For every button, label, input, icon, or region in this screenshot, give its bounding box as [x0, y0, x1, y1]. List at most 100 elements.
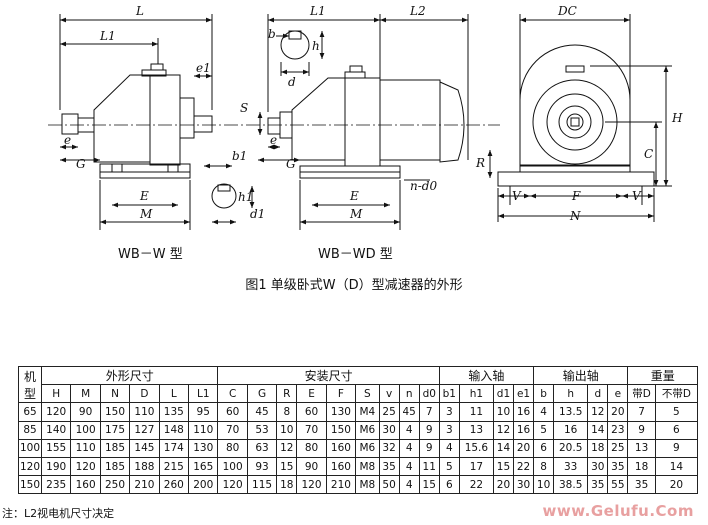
table-cell: 135	[158, 402, 190, 422]
col-header: h	[553, 384, 589, 404]
table-cell: 5	[438, 456, 460, 477]
table-cell: 50	[378, 475, 400, 495]
table-cell: 3	[438, 402, 460, 422]
table-cell: 188	[129, 456, 160, 477]
col-header: d1	[492, 384, 515, 404]
table-cell: 6	[533, 438, 555, 458]
table-cell: 100	[18, 438, 42, 458]
table-cell: 11	[458, 402, 494, 422]
table-cell: 85	[18, 420, 42, 440]
table-cell: 7	[418, 402, 440, 422]
table-cell: M6	[355, 420, 380, 440]
table-cell: 25	[378, 402, 400, 422]
col-header: M	[70, 384, 101, 404]
table-cell: 6	[654, 420, 699, 440]
table-cell: 18	[627, 456, 656, 477]
table-cell: 120	[296, 475, 327, 495]
dim-label-S: S	[240, 101, 248, 115]
col-group-output-shaft: 输出轴	[533, 365, 629, 386]
table-cell: 185	[99, 438, 131, 458]
table-cell: 174	[158, 438, 190, 458]
table-cell: 53	[246, 420, 278, 440]
figure-caption: 图1 单级卧式W（D）型减速器的外形	[245, 278, 463, 293]
wb-wd-reducer-view	[267, 65, 465, 179]
dim-label-F: F	[571, 189, 581, 203]
table-cell: 235	[40, 475, 72, 495]
table-cell: 110	[188, 420, 219, 440]
table-cell: 130	[325, 402, 357, 422]
table-cell: M4	[355, 402, 380, 422]
table-cell: 15.6	[458, 438, 494, 458]
table-cell: 150	[18, 475, 42, 495]
col-group-input-shaft: 输入轴	[438, 365, 535, 386]
table-cell: 9	[418, 420, 440, 440]
dim-label-C: C	[644, 147, 653, 161]
table-cell: 15	[492, 456, 515, 477]
col-header: e	[607, 384, 629, 404]
table-cell: 65	[18, 402, 42, 422]
table-cell: 100	[217, 456, 248, 477]
col-header: F	[325, 384, 357, 404]
table-cell: 120	[40, 402, 72, 422]
table-cell: 4	[438, 438, 460, 458]
table-cell: 120	[70, 456, 101, 477]
table-cell: 12	[492, 420, 515, 440]
footnote: 注：L2视电机尺寸决定	[2, 507, 115, 520]
col-header: L1	[188, 384, 219, 404]
dim-label-G-right: G	[286, 157, 296, 171]
table-cell: 45	[398, 402, 420, 422]
table-cell: 16	[512, 420, 535, 440]
col-header: d0	[418, 384, 440, 404]
table-cell: 16	[512, 402, 535, 422]
table-cell: 8	[533, 456, 555, 477]
table-cell: 120	[217, 475, 248, 495]
table-cell: 23	[607, 420, 629, 440]
table-cell: 80	[296, 438, 327, 458]
table-cell: 32	[378, 438, 400, 458]
table-group-header-row: 机型 外形尺寸 安装尺寸 输入轴 输出轴 重量	[18, 365, 698, 404]
col-header: N	[99, 384, 131, 404]
table-cell: 160	[325, 438, 357, 458]
table-cell: 190	[40, 456, 72, 477]
table-cell: 15	[276, 456, 298, 477]
wb-wd-type-label: WB－WD 型	[318, 247, 393, 262]
dim-label-N: N	[569, 209, 581, 223]
table-cell: 14	[587, 420, 609, 440]
table-cell: 215	[158, 456, 190, 477]
table-cell: 70	[296, 420, 327, 440]
table-cell: 10	[276, 420, 298, 440]
col-header-model: 机型	[18, 365, 42, 404]
dim-label-M-right: M	[349, 207, 363, 221]
table-cell: 30	[378, 420, 400, 440]
table-cell: 4	[398, 420, 420, 440]
table-cell: 9	[418, 438, 440, 458]
table-cell: 35	[587, 475, 609, 495]
table-cell: 3	[438, 420, 460, 440]
table-cell: 35	[607, 456, 629, 477]
table-cell: 60	[217, 402, 248, 422]
table-cell: 33	[553, 456, 589, 477]
table-cell: 130	[188, 438, 219, 458]
table-cell: 90	[296, 456, 327, 477]
table-cell: 18	[276, 475, 298, 495]
dim-label-V-left: V	[512, 189, 522, 203]
table-cell: 8	[276, 402, 298, 422]
table-cell: 185	[99, 456, 131, 477]
table-cell: 35	[627, 475, 656, 495]
dim-label-d: d	[288, 75, 296, 89]
dim-label-L: L	[135, 4, 144, 18]
dim-label-e1: e1	[196, 61, 211, 75]
table-cell: 13	[627, 438, 656, 458]
dim-label-V-right: V	[632, 189, 642, 203]
table-cell: 155	[40, 438, 72, 458]
dim-label-L1-right: L1	[309, 4, 326, 18]
dim-label-H: H	[671, 111, 683, 125]
table-cell: 5	[654, 402, 699, 422]
dim-label-DC: DC	[557, 4, 577, 18]
col-header: v	[378, 384, 400, 404]
table-cell: 20	[654, 475, 699, 495]
table-cell: 18	[587, 438, 609, 458]
table-cell: 45	[246, 402, 278, 422]
